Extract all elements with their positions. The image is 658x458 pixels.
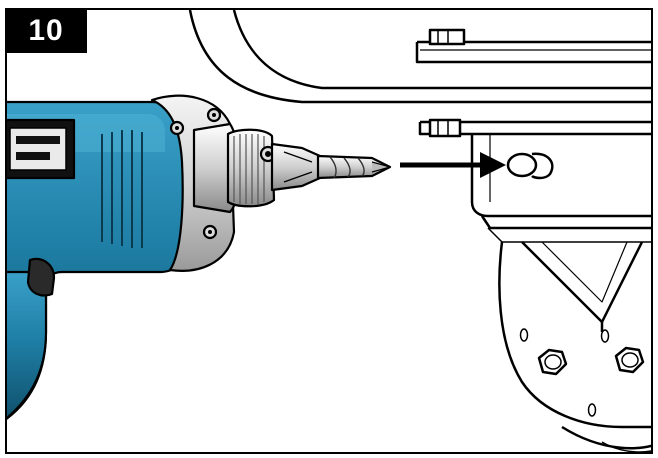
- drill: [7, 94, 392, 420]
- chuck-nose: [270, 142, 322, 192]
- lower-bolt: [428, 118, 462, 138]
- chuck: [226, 128, 276, 208]
- frame-curve-outer: [188, 10, 651, 104]
- drill-illustration: [7, 10, 651, 452]
- direction-arrow: [400, 152, 506, 178]
- top-bolt: [428, 28, 466, 46]
- bracket-side: [470, 134, 651, 218]
- drill-handle: [7, 270, 48, 420]
- frame-curve-inner: [232, 10, 651, 90]
- fork-arm-left: [498, 241, 651, 429]
- wheel-edge: [561, 425, 651, 450]
- slot-hole: [506, 152, 538, 178]
- vent-slots: [101, 130, 143, 248]
- fork-bolt-right: [614, 346, 645, 374]
- step-number-badge: 10: [5, 8, 87, 53]
- label-plate: [7, 118, 76, 180]
- illustration-frame: [5, 8, 653, 454]
- fork-bolt-left: [537, 348, 568, 376]
- trigger-icon: [26, 257, 56, 297]
- caster-assembly: [188, 10, 651, 452]
- bracket-flange: [480, 215, 651, 230]
